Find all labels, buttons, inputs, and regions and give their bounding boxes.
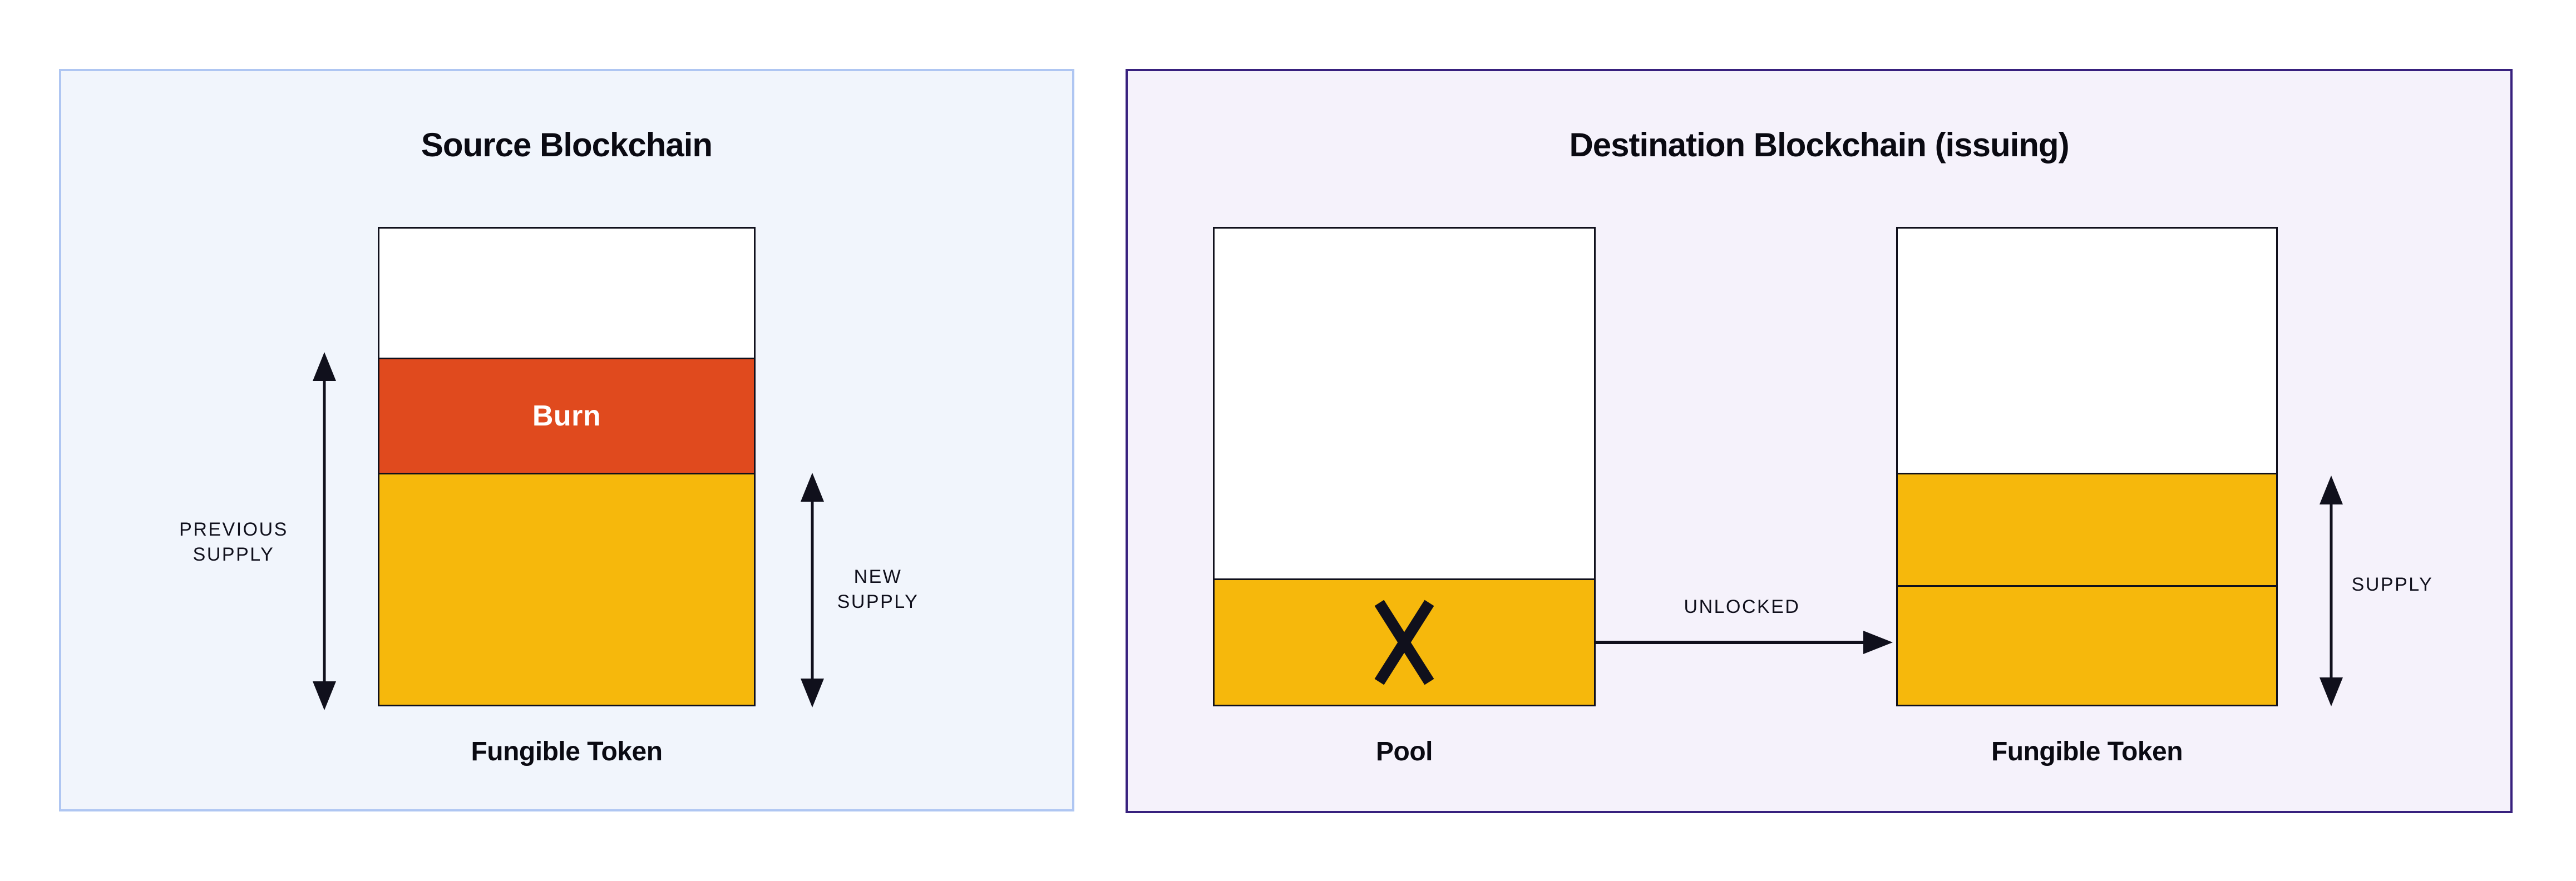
previous-supply-label: PREVIOUS SUPPLY (139, 517, 328, 567)
unlocked-arrow (1596, 631, 1893, 654)
source-bar-burn-segment: Burn (379, 358, 754, 474)
source-bar-empty-segment (379, 229, 754, 358)
pool-bar-caption: Pool (1376, 737, 1433, 766)
unlocked-arrow-label: UNLOCKED (1631, 595, 1853, 620)
x-mark-icon (1374, 600, 1434, 685)
destination-blockchain-panel: Destination Blockchain (issuing) UNLOCKE… (1126, 69, 2513, 813)
unlocked-arrow-label-text: UNLOCKED (1684, 596, 1800, 617)
supply-arrow-label-text: SUPPLY (2351, 574, 2434, 595)
new-supply-label-line2: SUPPLY (837, 591, 919, 612)
supply-arrow-label: SUPPLY (2309, 572, 2476, 597)
destination-bar-caption: Fungible Token (1991, 737, 2183, 766)
destination-fungible-token-bar (1896, 227, 2278, 706)
new-supply-arrow (801, 473, 824, 707)
previous-supply-label-line1: PREVIOUS (179, 519, 288, 540)
previous-supply-arrow (313, 352, 336, 710)
supply-arrow (2320, 476, 2343, 706)
destination-panel-title: Destination Blockchain (issuing) (1569, 126, 2069, 164)
destination-bar-existing-supply-segment (1898, 473, 2276, 587)
previous-supply-label-line2: SUPPLY (193, 544, 275, 565)
source-blockchain-panel: Source Blockchain Burn PREVIOUS SUPPLY N… (59, 69, 1074, 811)
pool-bar (1213, 227, 1596, 706)
destination-bar-empty-segment (1898, 229, 2276, 473)
source-bar-caption: Fungible Token (471, 737, 663, 766)
new-supply-label: NEW SUPPLY (783, 565, 973, 615)
source-panel-title: Source Blockchain (421, 126, 713, 164)
source-bar-supply-segment (379, 474, 754, 705)
source-fungible-token-bar: Burn (378, 227, 756, 706)
pool-bar-locked-segment (1215, 578, 1594, 705)
burn-segment-label: Burn (532, 400, 601, 432)
pool-bar-empty-segment (1215, 229, 1594, 578)
new-supply-label-line1: NEW (853, 566, 902, 587)
destination-bar-unlocked-supply-segment (1898, 587, 2276, 705)
